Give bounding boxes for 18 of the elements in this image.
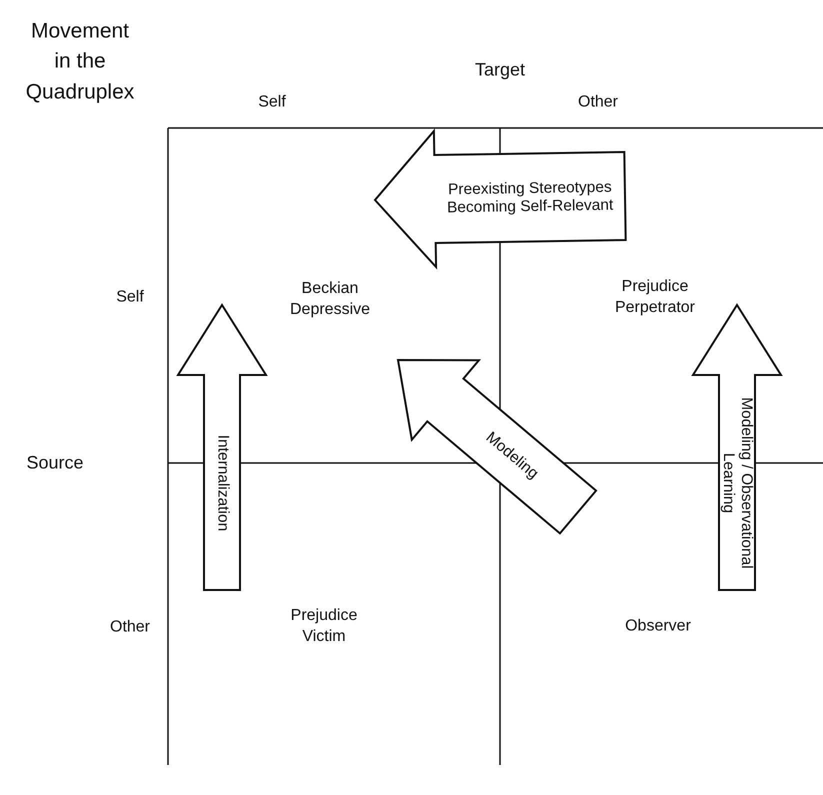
edge-label: Modeling / Observational Learning xyxy=(721,396,753,570)
quadrant-label: Prejudice Perpetrator xyxy=(600,277,710,319)
axis-label: Other xyxy=(578,92,618,113)
axis-label: Target xyxy=(474,58,526,82)
quadrant-label: Prejudice Victim xyxy=(269,606,379,648)
block-arrow xyxy=(691,303,783,591)
axis-label: Self xyxy=(116,288,144,308)
block-arrow xyxy=(374,128,627,270)
quadrant-label: Observer xyxy=(603,616,713,638)
axis-label: Self xyxy=(258,92,286,113)
block-arrow xyxy=(176,303,268,591)
axis-label: Source xyxy=(26,451,84,474)
axis-label: Other xyxy=(110,618,150,638)
quadrant-label: Beckian Depressive xyxy=(275,279,385,321)
block-arrow xyxy=(396,359,598,535)
edge-label: Internalization xyxy=(212,433,232,533)
diagram-title: Movement in the Quadruplex xyxy=(24,18,136,106)
edge-label: Preexisting Stereotypes Becoming Self-Relevant xyxy=(446,177,614,218)
